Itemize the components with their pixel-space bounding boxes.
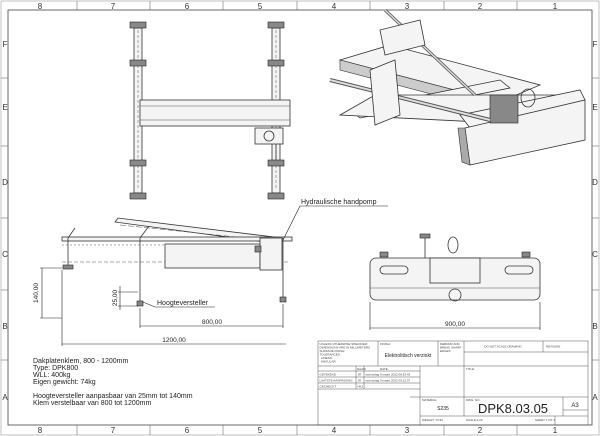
- zone-row-right: D: [592, 178, 598, 187]
- deburr-text: EDGES: [440, 349, 451, 353]
- zone-col-bottom: 7: [111, 426, 116, 435]
- row-date: woensdag 9 maart 2022 09:12:37: [366, 379, 411, 383]
- note-line: WLL: 400kg: [33, 372, 70, 379]
- date-header: DATE: [380, 367, 388, 371]
- zone-row-right: B: [592, 322, 597, 331]
- zone-col-bottom: 1: [553, 426, 558, 435]
- do-not-scale: DO NOT SCALE DRAWING: [484, 345, 522, 349]
- title-block: UNLESS OTHERWISE SPECIFIED: DIMENSIONS A…: [317, 340, 589, 426]
- drawing-number: DPK8.03.05: [478, 401, 548, 416]
- tolerance-text: UNLESS OTHERWISE SPECIFIED:: [320, 342, 369, 346]
- zone-col-top: 1: [553, 2, 558, 11]
- dimension-800: 800,00: [202, 319, 222, 326]
- zone-row-right: A: [592, 393, 598, 402]
- deburr-text: BREAK SHARP: [440, 346, 461, 350]
- deburr-text: DEBURR AND: [440, 342, 461, 346]
- dwg-no-label: DWG. NO.: [466, 398, 480, 402]
- sheet-inner-border: [7, 9, 593, 426]
- zone-col-top: 2: [478, 2, 483, 11]
- zone-row-right: F: [593, 40, 598, 49]
- paper-size: A3: [571, 403, 579, 409]
- zone-col-bottom: 2: [478, 426, 483, 435]
- zone-col-bottom: 5: [258, 426, 263, 435]
- row-role: LAATSTE AANPASSING: [320, 379, 354, 383]
- callout-hydraulic-pump: Hydraulische handpomp: [301, 199, 377, 206]
- row-name: JR: [358, 379, 363, 383]
- tolerance-text: ANGULAR:: [321, 360, 337, 364]
- material-label: MATERIAL:: [422, 398, 438, 402]
- zone-row-right: E: [592, 103, 597, 112]
- note-line: Eigen gewicht: 74kg: [33, 379, 96, 386]
- finish-value: Elektrolitisch verzinkt: [385, 353, 432, 359]
- zone-row-left: D: [2, 178, 8, 187]
- dimension-1200: 1200,00: [162, 337, 186, 344]
- zone-col-top: 6: [185, 2, 190, 11]
- scale: SCALE:1:20: [466, 418, 483, 422]
- tolerance-text: DIMENSIONS ARE IN MILLIMETERS: [320, 346, 371, 350]
- top-view: [129, 21, 291, 200]
- tolerance-text: TOLERANCES:: [320, 353, 341, 357]
- zone-col-bottom: 6: [185, 426, 190, 435]
- finish-label: FINISH:: [380, 342, 391, 346]
- front-view-dimensions: [40, 205, 388, 346]
- note-line: Klem verstelbaar van 800 tot 1200mm: [33, 400, 151, 407]
- zone-row-left: E: [2, 103, 7, 112]
- material-value: S235: [437, 406, 449, 412]
- dimension-25: 25,00: [112, 289, 119, 306]
- tolerance-text: LINEAR:: [321, 356, 333, 360]
- zone-col-top: 5: [258, 2, 263, 11]
- tolerance-text: SURFACE FINISH:: [320, 349, 346, 353]
- zone-row-left: A: [2, 393, 8, 402]
- sheet-number: SHEET 1 OF 1: [535, 418, 555, 422]
- note-line: Hoogteversteller aanpasbaar van 25mm tot…: [33, 393, 193, 400]
- zone-row-right: C: [592, 250, 598, 259]
- note-line: Dakplatenklem, 800 - 1200mm: [33, 358, 128, 365]
- row-role: GETEKEND: [320, 373, 337, 377]
- row-name: HKJ: [358, 385, 364, 389]
- row-date: woensdag 9 maart 2022 08:53:43: [366, 373, 411, 377]
- zone-row-left: F: [3, 40, 8, 49]
- zone-row-left: C: [2, 250, 8, 259]
- notes: Dakplatenklem, 800 - 1200mm Type: DPK800…: [33, 358, 193, 407]
- note-line: Type: DPK800: [33, 365, 78, 372]
- zone-col-top: 4: [332, 2, 337, 11]
- dimension-140: 140,00: [33, 283, 40, 303]
- zone-col-bottom: 3: [405, 426, 410, 435]
- revision-label: REVISION: [546, 345, 560, 349]
- name-header: NAAM: [357, 367, 366, 371]
- side-view: [369, 233, 541, 330]
- row-name: JR: [358, 373, 363, 377]
- dimension-900: 900,00: [445, 321, 465, 328]
- front-view: [61, 217, 293, 307]
- zone-col-top: 7: [111, 2, 116, 11]
- weight: WEIGHT: 73.93: [422, 418, 443, 422]
- callout-height-adjuster: Hoogteversteller: [157, 300, 209, 307]
- zone-col-bottom: 8: [38, 426, 43, 435]
- zone-row-left: B: [2, 322, 7, 331]
- zone-col-top: 8: [38, 2, 43, 11]
- zone-col-bottom: 4: [332, 426, 337, 435]
- zone-col-top: 3: [405, 2, 410, 11]
- isometric-view: [329, 8, 586, 166]
- row-role: GECHECKT: [320, 385, 337, 389]
- title-label: TITLE:: [466, 367, 475, 371]
